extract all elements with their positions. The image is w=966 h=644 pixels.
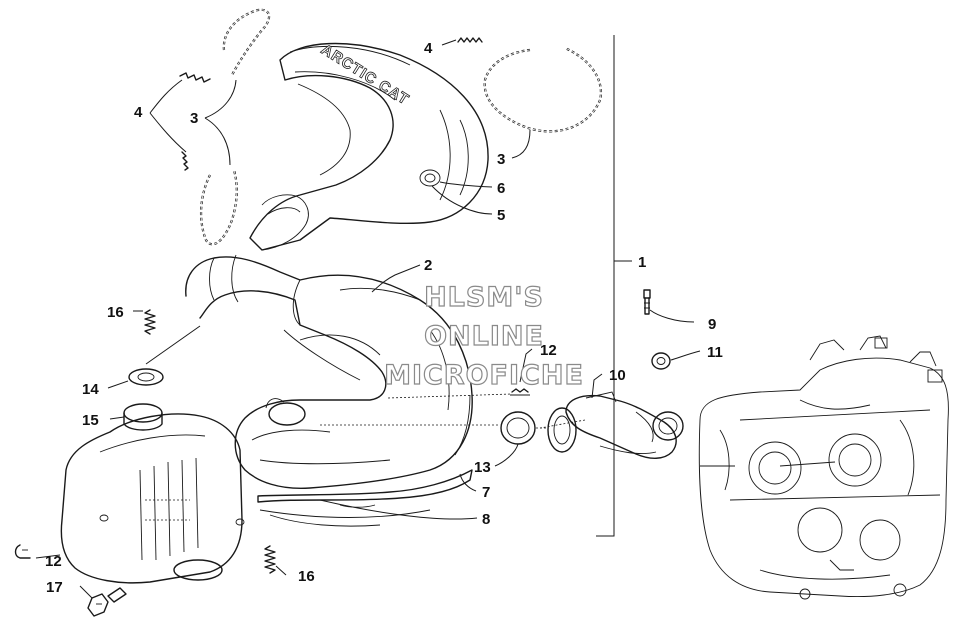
watermark-line-1: HLSM'S	[424, 282, 544, 313]
spring-left-lower	[181, 151, 189, 171]
lower-heat-shield	[257, 469, 473, 527]
exhaust-manifold	[547, 391, 677, 459]
manifold-gasket	[652, 411, 684, 441]
spring-bottom	[264, 545, 276, 574]
callout-15: 15	[82, 412, 99, 429]
engine	[698, 335, 949, 600]
watermark-line-2: ONLINE	[424, 321, 544, 352]
cover-logo-text: ARCTIC CAT	[318, 41, 412, 109]
callout-10: 10	[609, 367, 626, 384]
stud	[643, 289, 651, 315]
retaining-chain-left-lower	[199, 169, 238, 246]
callout-3-left: 3	[190, 110, 198, 127]
callout-2: 2	[424, 257, 432, 274]
callout-8: 8	[482, 511, 490, 528]
spring-left-upper	[179, 72, 211, 83]
callout-16-bottom: 16	[298, 568, 315, 585]
callout-4-top: 4	[424, 40, 433, 57]
gasket	[500, 411, 536, 445]
callout-17: 17	[46, 579, 63, 596]
callout-3-right: 3	[497, 151, 505, 168]
callout-labels: 1 2 3 3 4 4 5 6 7 8 9 10 11 12 12 13 14 …	[45, 40, 723, 596]
callout-11: 11	[707, 344, 723, 361]
spring-top-center	[457, 37, 483, 43]
exhaust-pipe	[185, 254, 473, 490]
heat-shield-cover: ARCTIC CAT	[249, 41, 489, 251]
temperature-sensor	[87, 587, 127, 617]
callout-14: 14	[82, 381, 99, 398]
muffler	[60, 403, 245, 584]
callout-13: 13	[474, 459, 491, 476]
callout-6: 6	[497, 180, 505, 197]
callout-7: 7	[482, 484, 490, 501]
callout-4-left: 4	[134, 104, 143, 121]
callout-16-left: 16	[107, 304, 124, 321]
retaining-chain-left-upper	[222, 8, 271, 76]
leader-lines	[35, 39, 836, 599]
watermark: HLSM'S ONLINE MICROFICHE	[383, 281, 584, 391]
watermark-line-3: MICROFICHE	[384, 360, 584, 391]
clip-upper	[510, 388, 530, 396]
callout-12-left: 12	[45, 553, 62, 570]
callout-12-upper: 12	[540, 342, 557, 359]
callout-9: 9	[708, 316, 716, 333]
grommet	[128, 368, 164, 386]
callout-1: 1	[638, 254, 646, 271]
nut	[651, 352, 671, 370]
group-bracket	[596, 35, 632, 537]
spring-left	[144, 309, 156, 335]
callout-5: 5	[497, 207, 505, 224]
retaining-chain-right	[483, 46, 602, 133]
clip-left	[14, 544, 31, 559]
